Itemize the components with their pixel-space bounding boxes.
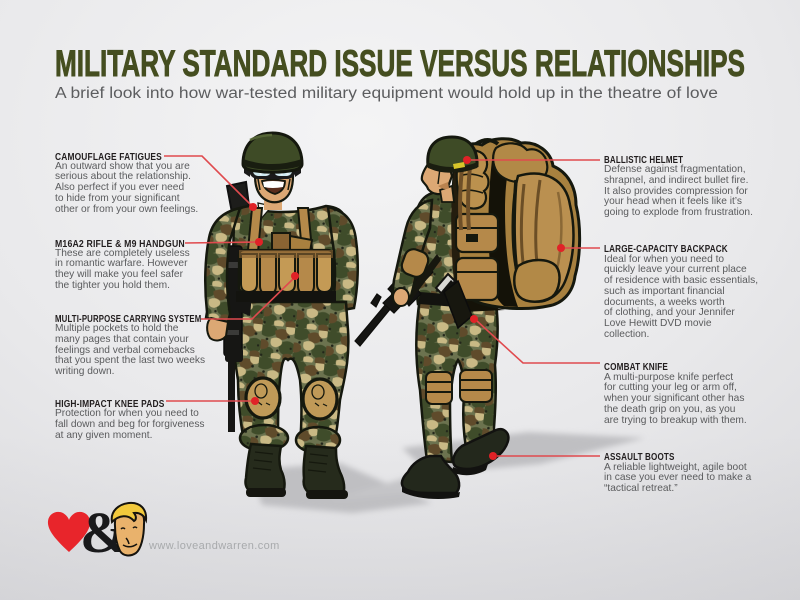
svg-text:A brief look into how war-test: A brief look into how war-tested militar… — [55, 85, 718, 102]
svg-text:MILITARY STANDARD ISSUE VERSUS: MILITARY STANDARD ISSUE VERSUS RELATIONS… — [55, 43, 745, 84]
svg-text:www.loveandwarren.com: www.loveandwarren.com — [148, 540, 280, 552]
